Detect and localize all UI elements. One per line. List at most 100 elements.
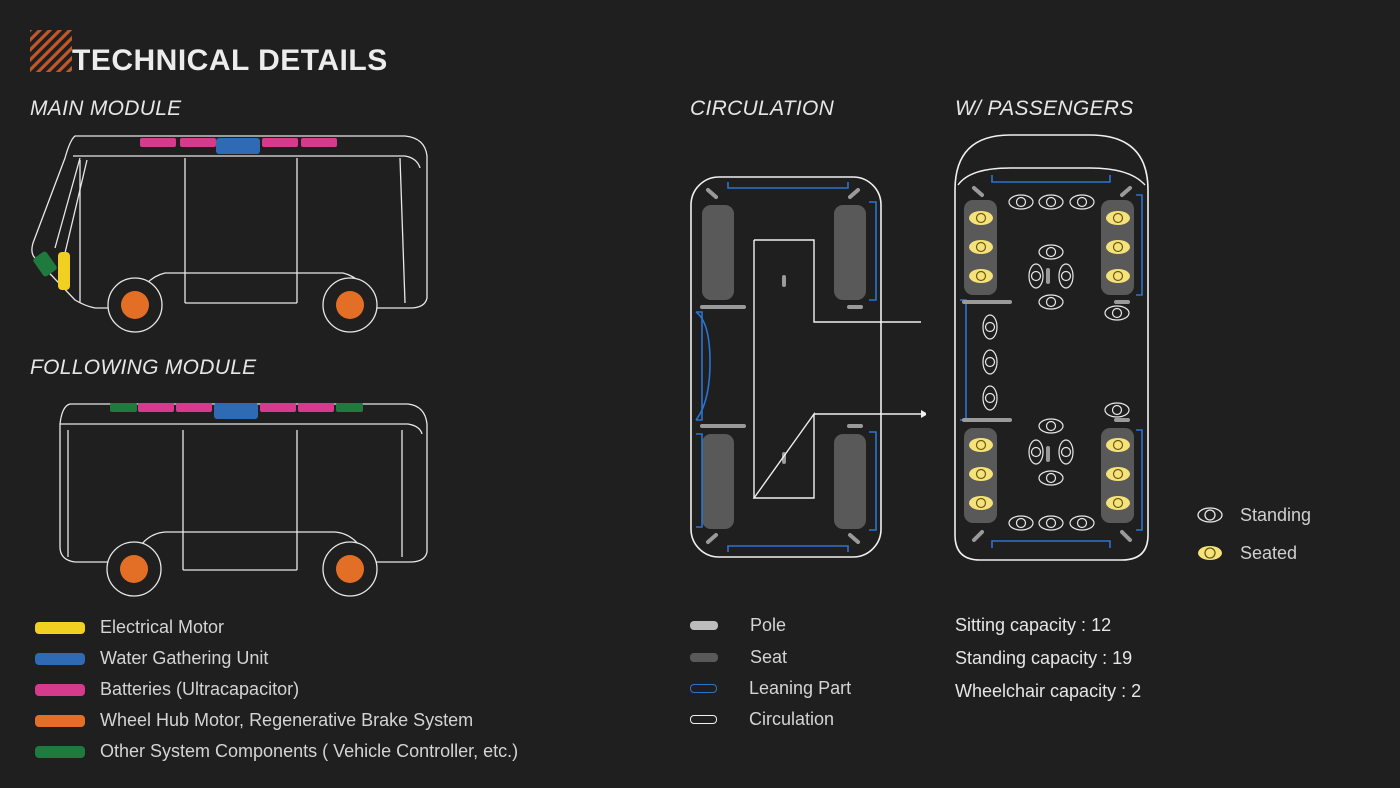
leaning-parts	[695, 182, 877, 552]
passengers-heading: W/ PASSENGERS	[955, 97, 1134, 120]
legend-item-pole: Pole	[690, 615, 786, 636]
circulation-heading: CIRCULATION	[690, 97, 835, 120]
standing-person-icon	[1038, 470, 1064, 486]
battery-block	[140, 138, 176, 147]
controller-block	[336, 403, 363, 412]
seated-person-icon	[969, 467, 993, 481]
water-unit-block	[216, 138, 260, 154]
following-module-heading: FOLLOWING MODULE	[30, 356, 257, 379]
legend-item: Water Gathering Unit	[35, 648, 268, 669]
legend-item-circulation: Circulation	[690, 709, 834, 730]
battery-block	[301, 138, 337, 147]
legend-label: Seat	[750, 647, 788, 667]
main-module-wheels	[107, 277, 378, 333]
main-module-diagram	[31, 135, 428, 333]
standing-legend-label: Standing	[1240, 505, 1312, 525]
battery-block	[298, 403, 334, 412]
main-module-roof-components	[140, 138, 337, 154]
seat-swatch	[690, 653, 718, 662]
standing-person-icon	[982, 349, 998, 375]
seated-legend-icon	[1198, 546, 1222, 560]
standing-person-icon	[1038, 418, 1064, 434]
legend-item: Batteries (Ultracapacitor)	[35, 679, 299, 700]
standing-capacity: Standing capacity : 19	[955, 648, 1133, 668]
passengers-diagram	[954, 134, 1149, 561]
legend-swatch	[35, 745, 85, 758]
standing-person-icon	[1038, 244, 1064, 260]
seated-person-icon	[1106, 269, 1130, 283]
seated-person-icon	[969, 496, 993, 510]
battery-block	[260, 403, 296, 412]
legend-swatch	[35, 621, 85, 634]
standing-passengers	[982, 194, 1130, 531]
water-unit-block	[214, 403, 258, 419]
standing-person-icon	[1008, 194, 1034, 210]
circulation-swatch	[690, 715, 717, 724]
legend-label: Circulation	[749, 709, 835, 729]
seated-legend-label: Seated	[1240, 543, 1298, 563]
seated-person-icon	[969, 211, 993, 225]
hatched-logo-icon	[30, 30, 72, 72]
legend-label: Wheel Hub Motor, Regenerative Brake Syst…	[100, 710, 474, 730]
legend-label: Electrical Motor	[100, 617, 225, 637]
legend-swatch	[35, 714, 85, 727]
legend-label: Pole	[750, 615, 787, 635]
legend-label: Other System Components ( Vehicle Contro…	[100, 741, 519, 761]
circulation-path	[752, 239, 921, 499]
legend-swatch	[35, 683, 85, 696]
seats	[702, 205, 866, 529]
standing-person-icon	[1069, 515, 1095, 531]
legend-item-leaning: Leaning Part	[690, 678, 851, 699]
battery-block	[176, 403, 212, 412]
main-module-heading: MAIN MODULE	[30, 97, 182, 120]
standing-person-icon	[1008, 515, 1034, 531]
battery-block	[138, 403, 174, 412]
circulation-diagram	[690, 176, 926, 558]
standing-person-icon	[1028, 439, 1044, 465]
standing-person-icon	[1038, 194, 1064, 210]
poles	[700, 188, 863, 544]
legend-label: Water Gathering Unit	[100, 648, 269, 668]
legend-item: Other System Components ( Vehicle Contro…	[35, 741, 518, 762]
sitting-capacity: Sitting capacity : 12	[955, 615, 1112, 635]
seated-person-icon	[969, 240, 993, 254]
standing-person-icon	[1038, 294, 1064, 310]
following-module-wheels	[106, 541, 378, 597]
standing-person-icon	[1058, 263, 1074, 289]
standing-person-icon	[1104, 402, 1130, 418]
following-module-diagram	[59, 403, 428, 597]
standing-person-icon	[1104, 305, 1130, 321]
seated-person-icon	[969, 269, 993, 283]
seated-person-icon	[1106, 467, 1130, 481]
legend-label: Leaning Part	[749, 678, 852, 698]
electrical-motor-block	[58, 252, 70, 290]
standing-person-icon	[1058, 439, 1074, 465]
seated-person-icon	[1106, 211, 1130, 225]
standing-person-icon	[982, 314, 998, 340]
seated-person-icon	[1106, 496, 1130, 510]
legend-item: Wheel Hub Motor, Regenerative Brake Syst…	[35, 710, 473, 731]
seated-person-icon	[1106, 240, 1130, 254]
legend-label: Batteries (Ultracapacitor)	[100, 679, 300, 699]
seated-person-icon	[969, 438, 993, 452]
legend-item-seat: Seat	[690, 647, 787, 668]
leaning-parts	[960, 175, 1143, 548]
poles	[962, 186, 1132, 542]
standing-person-icon	[1038, 515, 1064, 531]
standing-person-icon	[982, 385, 998, 411]
following-module-roof-components	[110, 403, 363, 419]
pole-swatch	[690, 621, 718, 630]
wheelchair-capacity: Wheelchair capacity : 2	[955, 681, 1142, 701]
controller-block	[33, 251, 57, 277]
standing-person-icon	[1028, 263, 1044, 289]
legend-item: Electrical Motor	[35, 617, 224, 638]
arrow-icon	[921, 410, 926, 418]
leaning-swatch	[690, 684, 717, 693]
standing-person-icon	[1069, 194, 1095, 210]
standing-legend-icon	[1197, 507, 1223, 523]
page-title: TECHNICAL DETAILS	[72, 44, 388, 77]
seated-passengers	[969, 211, 1130, 510]
legend-swatch	[35, 652, 85, 665]
battery-block	[180, 138, 216, 147]
battery-block	[262, 138, 298, 147]
